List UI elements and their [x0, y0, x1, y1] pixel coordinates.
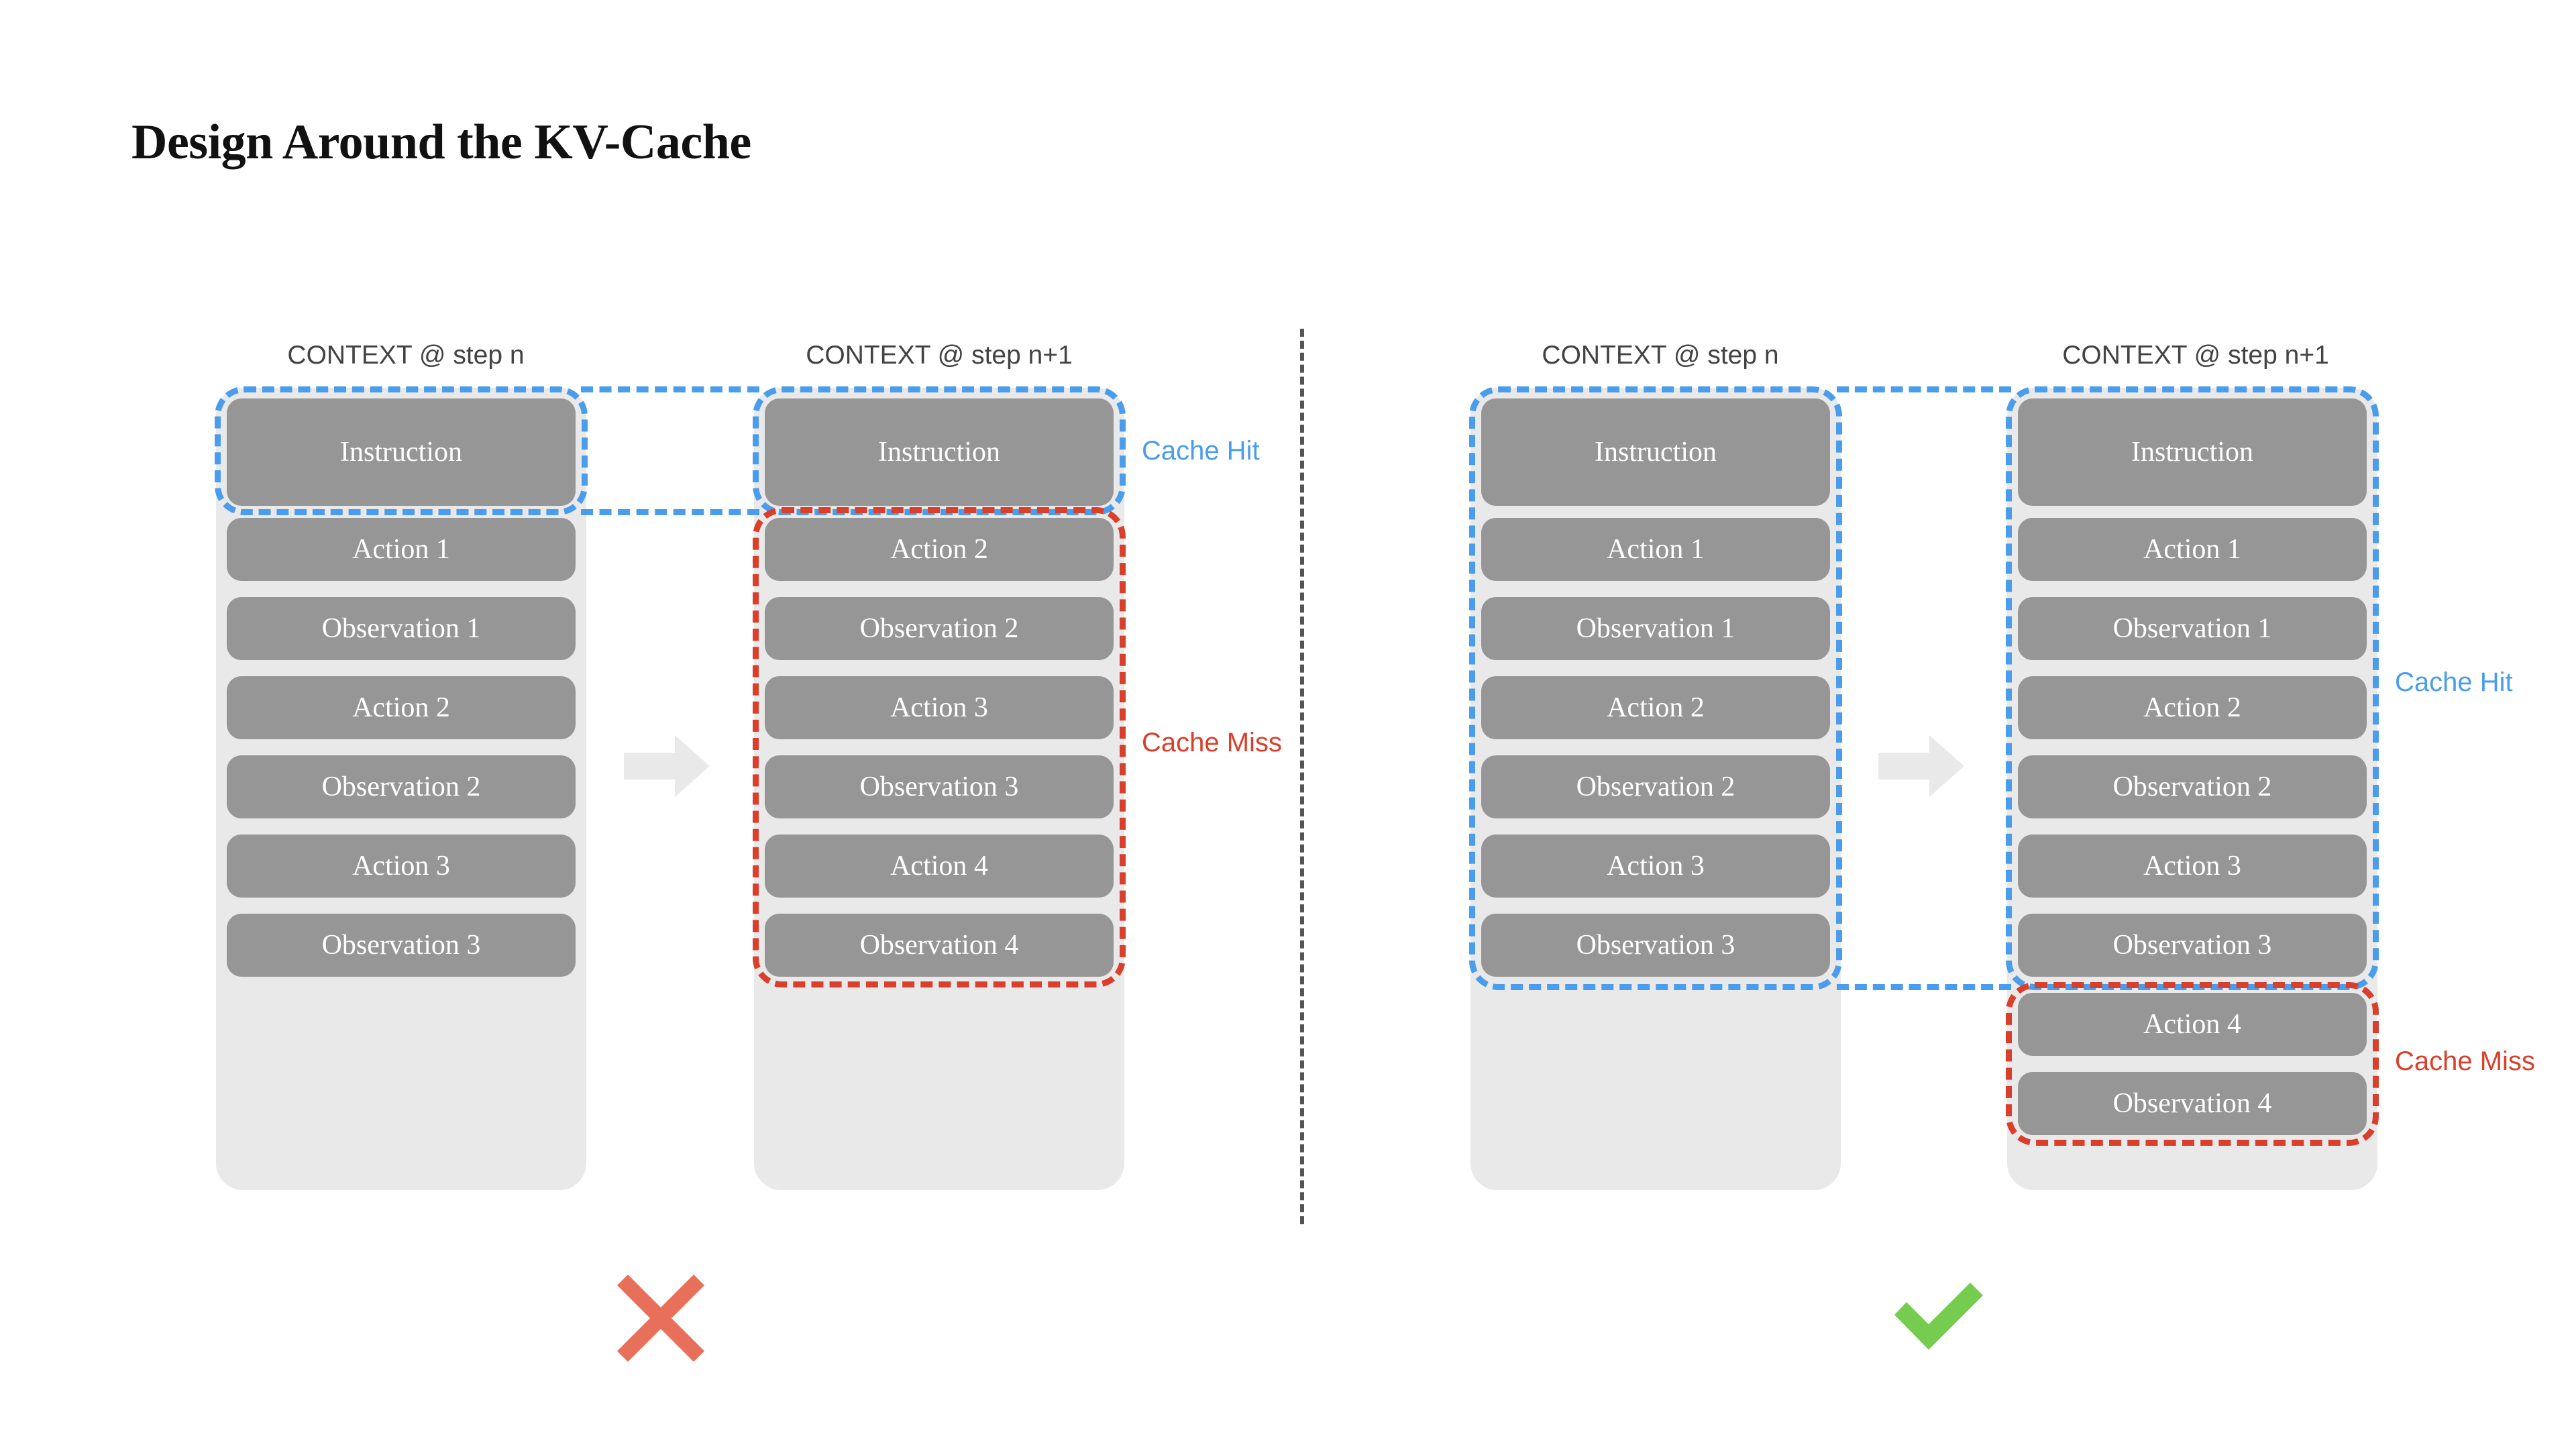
item-bad-n1-2: Observation 2	[765, 597, 1114, 660]
item-good-n-3: Action 2	[1481, 676, 1830, 739]
item-bad-n-0: Instruction	[227, 398, 576, 506]
item-good-n-6: Observation 3	[1481, 914, 1830, 977]
check-mark-icon	[1892, 1273, 1986, 1354]
cache-miss-label-good: Cache Miss	[2395, 1046, 2535, 1076]
item-good-n-5: Action 3	[1481, 835, 1830, 898]
item-bad-n-2: Observation 1	[227, 597, 576, 660]
item-bad-n1-3: Action 3	[765, 676, 1114, 739]
item-bad-n1-5: Action 4	[765, 835, 1114, 898]
item-good-n1-2: Observation 1	[2018, 597, 2367, 660]
item-bad-n-5: Action 3	[227, 835, 576, 898]
column-header-bad-step-n: CONTEXT @ step n	[287, 341, 525, 370]
item-good-n1-0: Instruction	[2018, 398, 2367, 506]
item-good-n-1: Action 1	[1481, 518, 1830, 581]
item-good-n1-5: Action 3	[2018, 835, 2367, 898]
right-block-arrow-icon-good	[1878, 731, 1964, 801]
item-good-n1-8: Observation 4	[2018, 1072, 2367, 1135]
item-bad-n1-6: Observation 4	[765, 914, 1114, 977]
column-header-good-step-n: CONTEXT @ step n	[1542, 341, 1779, 370]
cross-mark-icon	[617, 1275, 704, 1362]
column-header-good-step-n1: CONTEXT @ step n+1	[2062, 341, 2329, 370]
item-bad-n1-4: Observation 3	[765, 755, 1114, 818]
item-good-n1-6: Observation 3	[2018, 914, 2367, 977]
item-bad-n-3: Action 2	[227, 676, 576, 739]
vertical-dashed-divider-icon	[1300, 329, 1304, 1224]
cache-hit-bridge-bottom-bad	[581, 509, 759, 515]
item-bad-n1-0: Instruction	[765, 398, 1114, 506]
cache-hit-label-good: Cache Hit	[2395, 667, 2513, 697]
item-bad-n1-1: Action 2	[765, 518, 1114, 581]
cache-hit-bridge-top-bad	[581, 386, 759, 392]
page-title: Design Around the KV-Cache	[131, 115, 751, 170]
column-header-bad-step-n1: CONTEXT @ step n+1	[806, 341, 1073, 370]
item-good-n-2: Observation 1	[1481, 597, 1830, 660]
item-bad-n-6: Observation 3	[227, 914, 576, 977]
item-bad-n-4: Observation 2	[227, 755, 576, 818]
item-good-n1-4: Observation 2	[2018, 755, 2367, 818]
item-good-n1-7: Action 4	[2018, 993, 2367, 1056]
right-block-arrow-icon-bad	[624, 731, 710, 801]
item-good-n1-1: Action 1	[2018, 518, 2367, 581]
item-good-n-0: Instruction	[1481, 398, 1830, 506]
item-good-n1-3: Action 2	[2018, 676, 2367, 739]
cache-miss-label-bad: Cache Miss	[1142, 728, 1282, 757]
cache-hit-label-bad: Cache Hit	[1142, 436, 1260, 466]
item-bad-n-1: Action 1	[227, 518, 576, 581]
cache-hit-bridge-bottom-good	[1837, 984, 2011, 990]
item-good-n-4: Observation 2	[1481, 755, 1830, 818]
cache-hit-bridge-top-good	[1837, 386, 2011, 392]
